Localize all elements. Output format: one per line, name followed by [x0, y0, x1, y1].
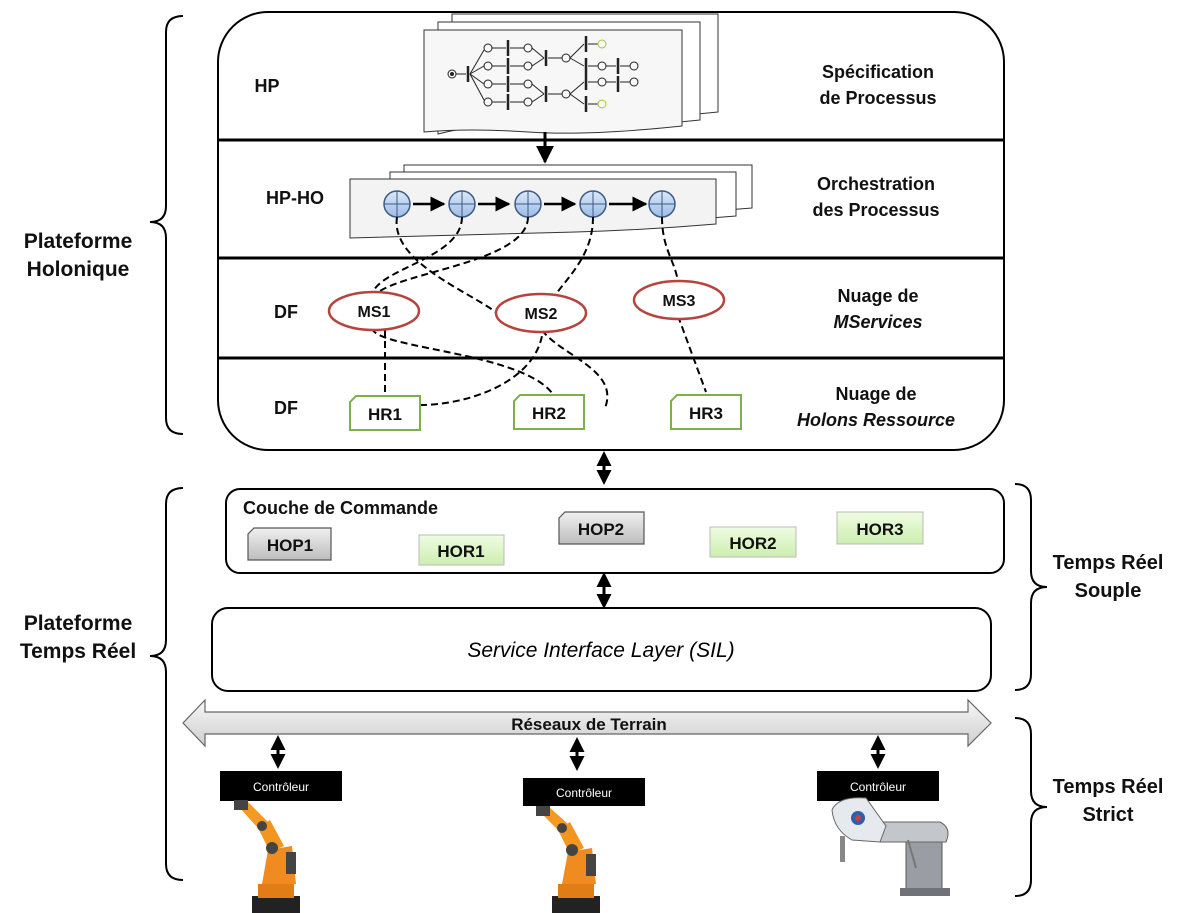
sil-label: Service Interface Layer (SIL): [467, 639, 734, 662]
mservice-ms3: MS3: [632, 279, 726, 321]
realtime-platform-label-1: Plateforme: [24, 612, 133, 635]
command-layer-title: Couche de Commande: [243, 498, 438, 518]
holonic-brace: [149, 15, 184, 435]
dashed-connections: [371, 216, 707, 409]
resource-holon-hr2: HR2: [513, 394, 585, 430]
orchestration-node-2: [448, 190, 476, 218]
hor1-label: HOR1: [437, 542, 484, 561]
controller-2-label: Contrôleur: [556, 786, 612, 800]
layer-desc-resources-1: Nuage de: [835, 384, 916, 404]
hop1-label: HOP1: [267, 536, 313, 555]
realtime-platform-label-2: Temps Réel: [20, 640, 136, 663]
mservice-ms3-label: MS3: [663, 293, 696, 310]
hop2-label: HOP2: [578, 520, 624, 539]
mservice-ms1: MS1: [327, 290, 421, 332]
realtime-brace: [149, 487, 184, 881]
layer-desc-hpho-2: des Processus: [812, 200, 939, 220]
soft-realtime-label-1: Temps Réel: [1053, 552, 1164, 574]
resource-holon-hr2-label: HR2: [532, 404, 566, 423]
controller-1: Contrôleur: [220, 771, 342, 801]
resource-holon-hor3: HOR3: [836, 511, 924, 545]
orchestration-node-4: [579, 190, 607, 218]
orchestration-node-3: [514, 190, 542, 218]
controller-3-label: Contrôleur: [850, 780, 906, 794]
layer-desc-hp-1: Spécification: [822, 62, 934, 82]
fieldbus-label: Réseaux de Terrain: [511, 715, 667, 734]
hor3-label: HOR3: [856, 520, 903, 539]
orchestration-node-1: [383, 190, 411, 218]
resource-holon-hr1: HR1: [349, 395, 421, 431]
soft-realtime-label-2: Souple: [1075, 580, 1142, 602]
resource-holon-hor2: HOR2: [709, 526, 797, 558]
holonic-platform-label-2: Holonique: [27, 258, 130, 281]
resource-holon-hr1-label: HR1: [368, 405, 402, 424]
mservice-ms2-label: MS2: [525, 306, 558, 323]
holonic-platform-label-1: Plateforme: [24, 230, 133, 253]
soft-realtime-brace: [1014, 483, 1048, 691]
hard-realtime-label-1: Temps Réel: [1053, 776, 1164, 798]
layer-tag-df-resources: DF: [274, 398, 298, 418]
hard-realtime-brace: [1014, 717, 1048, 897]
industrial-robot-2-icon: [536, 806, 600, 913]
controller-2: Contrôleur: [523, 778, 645, 806]
resource-holon-hr3: HR3: [670, 394, 742, 430]
layer-desc-resources-2: Holons Ressource: [797, 410, 955, 430]
resource-holon-hr3-label: HR3: [689, 404, 723, 423]
layer-tag-df-services: DF: [274, 302, 298, 322]
sil-box: [211, 607, 992, 692]
fieldbus-arrow: [182, 698, 992, 748]
layer-tag-hp: HP: [254, 76, 279, 96]
industrial-robot-1-icon: [234, 800, 300, 913]
orchestration-node-5: [648, 190, 676, 218]
hor2-label: HOR2: [729, 534, 776, 553]
operator-holon-hop2: HOP2: [558, 511, 645, 545]
hard-realtime-label-2: Strict: [1082, 804, 1133, 826]
controller-3: Contrôleur: [817, 771, 939, 801]
controller-1-label: Contrôleur: [253, 780, 309, 794]
mservice-ms1-label: MS1: [358, 304, 391, 321]
resource-holon-hor1: HOR1: [418, 534, 505, 566]
layer-tag-hpho: HP-HO: [266, 188, 324, 208]
mservice-ms2: MS2: [494, 292, 588, 334]
layer-desc-services-2: MServices: [833, 312, 922, 332]
layer-desc-services-1: Nuage de: [837, 286, 918, 306]
layer-desc-hpho-1: Orchestration: [817, 174, 935, 194]
layer-desc-hp-2: de Processus: [819, 88, 936, 108]
petri-net-icon: [447, 36, 639, 112]
scara-robot-icon: [831, 797, 950, 896]
operator-holon-hop1: HOP1: [247, 527, 332, 561]
process-specification-sheets: [423, 13, 719, 135]
